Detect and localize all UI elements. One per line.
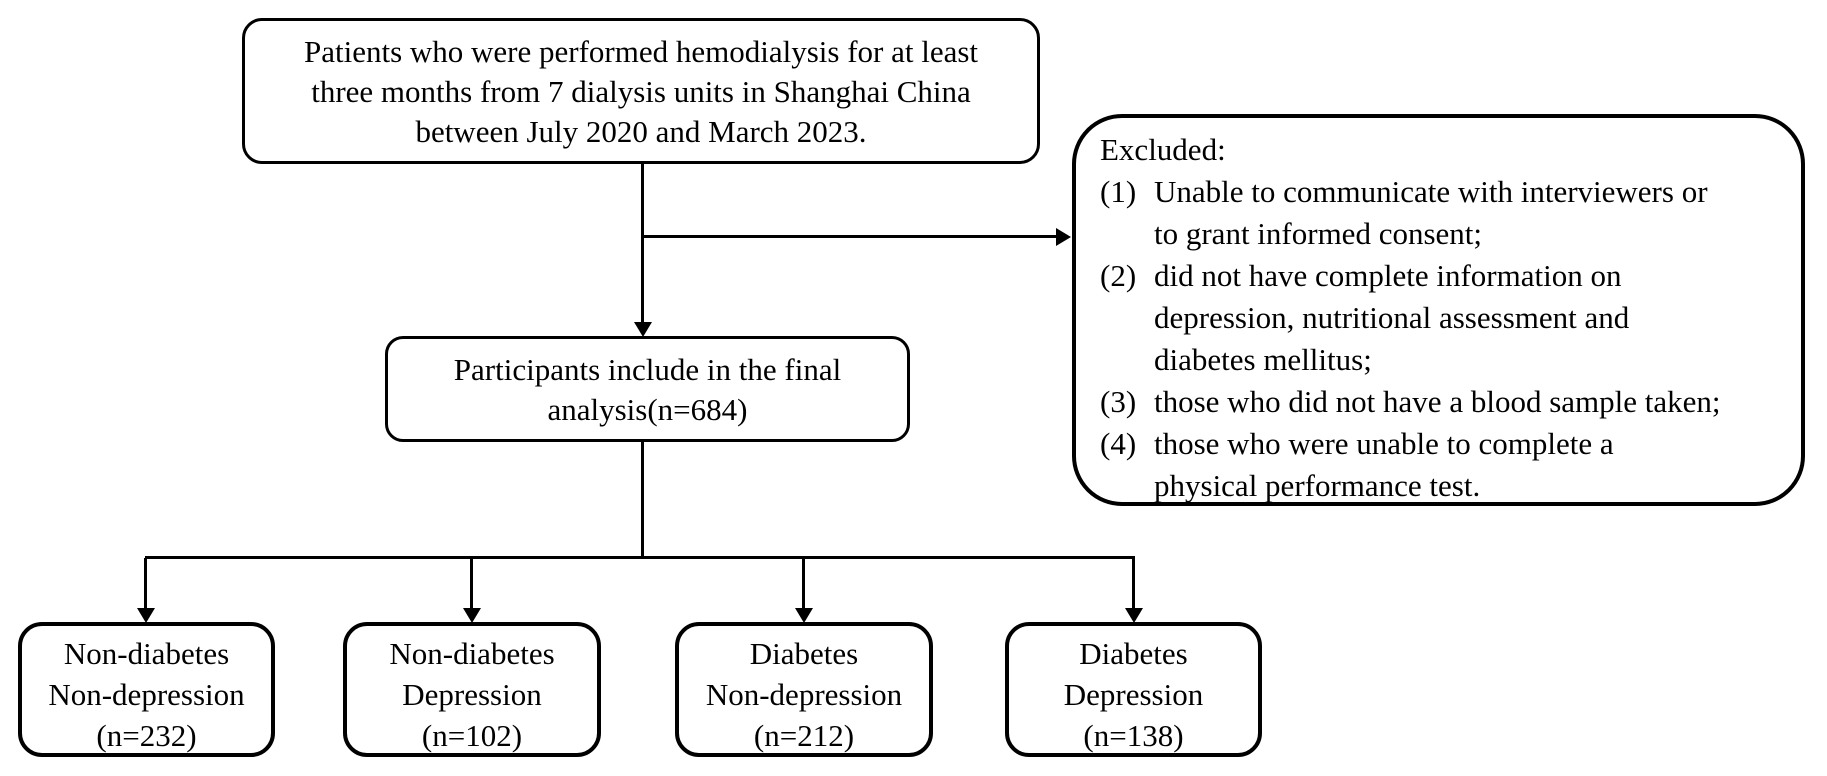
excluded-title: Excluded:	[1100, 132, 1226, 167]
excluded-item-2-number: (2)	[1100, 258, 1137, 293]
connector-source-to-final	[641, 164, 644, 324]
source-line-2: three months from 7 dialysis units in Sh…	[311, 74, 971, 109]
box-source-population: Patients who were performed hemodialysis…	[242, 18, 1040, 164]
excluded-item-1: (1) Unable to communicate with interview…	[1100, 171, 1787, 255]
group-1-line-1: Non-diabetes	[63, 636, 230, 671]
connector-branch-to-excluded	[643, 235, 1057, 238]
excluded-item-4-number: (4)	[1100, 426, 1137, 461]
group-2-line-1: Non-diabetes	[389, 636, 555, 671]
arrow-down-icon	[137, 608, 155, 623]
group-3-count: (n=212)	[753, 718, 855, 753]
group-1-count: (n=232)	[96, 718, 197, 753]
connector-split-to-group-1	[144, 558, 147, 610]
source-line-3: between July 2020 and March 2023.	[415, 114, 867, 149]
excluded-item-3: (3) those who did not have a blood sampl…	[1100, 381, 1787, 423]
excluded-item-3-text: those who did not have a blood sample ta…	[1154, 384, 1721, 419]
group-4-line-2: Depression	[1063, 677, 1204, 712]
arrow-right-icon	[1056, 228, 1071, 246]
connector-split-to-group-2	[470, 558, 473, 610]
group-4-count: (n=138)	[1083, 718, 1184, 753]
excluded-item-3-number: (3)	[1100, 384, 1137, 419]
group-2-count: (n=102)	[421, 718, 523, 753]
group-1-line-2: Non-depression	[48, 677, 245, 712]
group-3-line-2: Non-depression	[705, 677, 903, 712]
connector-split-to-group-4	[1132, 558, 1135, 610]
arrow-down-icon	[634, 322, 652, 337]
excluded-item-2-text: did not have complete information on dep…	[1154, 258, 1630, 377]
arrow-down-icon	[1125, 608, 1143, 623]
group-3-line-1: Diabetes	[749, 636, 859, 671]
final-line-2: analysis(n=684)	[547, 392, 748, 427]
box-excluded-reasons: Excluded: (1) Unable to communicate with…	[1072, 114, 1805, 506]
arrow-down-icon	[795, 608, 813, 623]
box-group-nondiabetes-nondepression: Non-diabetes Non-depression (n=232)	[18, 622, 275, 757]
excluded-item-2: (2) did not have complete information on…	[1100, 255, 1787, 381]
group-4-line-1: Diabetes	[1079, 636, 1188, 671]
box-final-analysis: Participants include in the final analys…	[385, 336, 910, 442]
excluded-item-4-text: those who were unable to complete a phys…	[1154, 426, 1614, 503]
excluded-item-1-text: Unable to communicate with interviewers …	[1154, 174, 1708, 251]
box-group-nondiabetes-depression: Non-diabetes Depression (n=102)	[343, 622, 601, 757]
excluded-item-4: (4) those who were unable to complete a …	[1100, 423, 1787, 507]
final-line-1: Participants include in the final	[453, 352, 842, 387]
group-2-line-2: Depression	[402, 677, 542, 712]
excluded-item-1-number: (1)	[1100, 174, 1137, 209]
connector-final-to-split	[641, 441, 644, 559]
box-group-diabetes-nondepression: Diabetes Non-depression (n=212)	[675, 622, 933, 757]
arrow-down-icon	[463, 608, 481, 623]
box-group-diabetes-depression: Diabetes Depression (n=138)	[1005, 622, 1262, 757]
connector-split-to-group-3	[802, 558, 805, 610]
source-line-1: Patients who were performed hemodialysis…	[303, 34, 979, 69]
connector-split-bar	[145, 556, 1135, 559]
